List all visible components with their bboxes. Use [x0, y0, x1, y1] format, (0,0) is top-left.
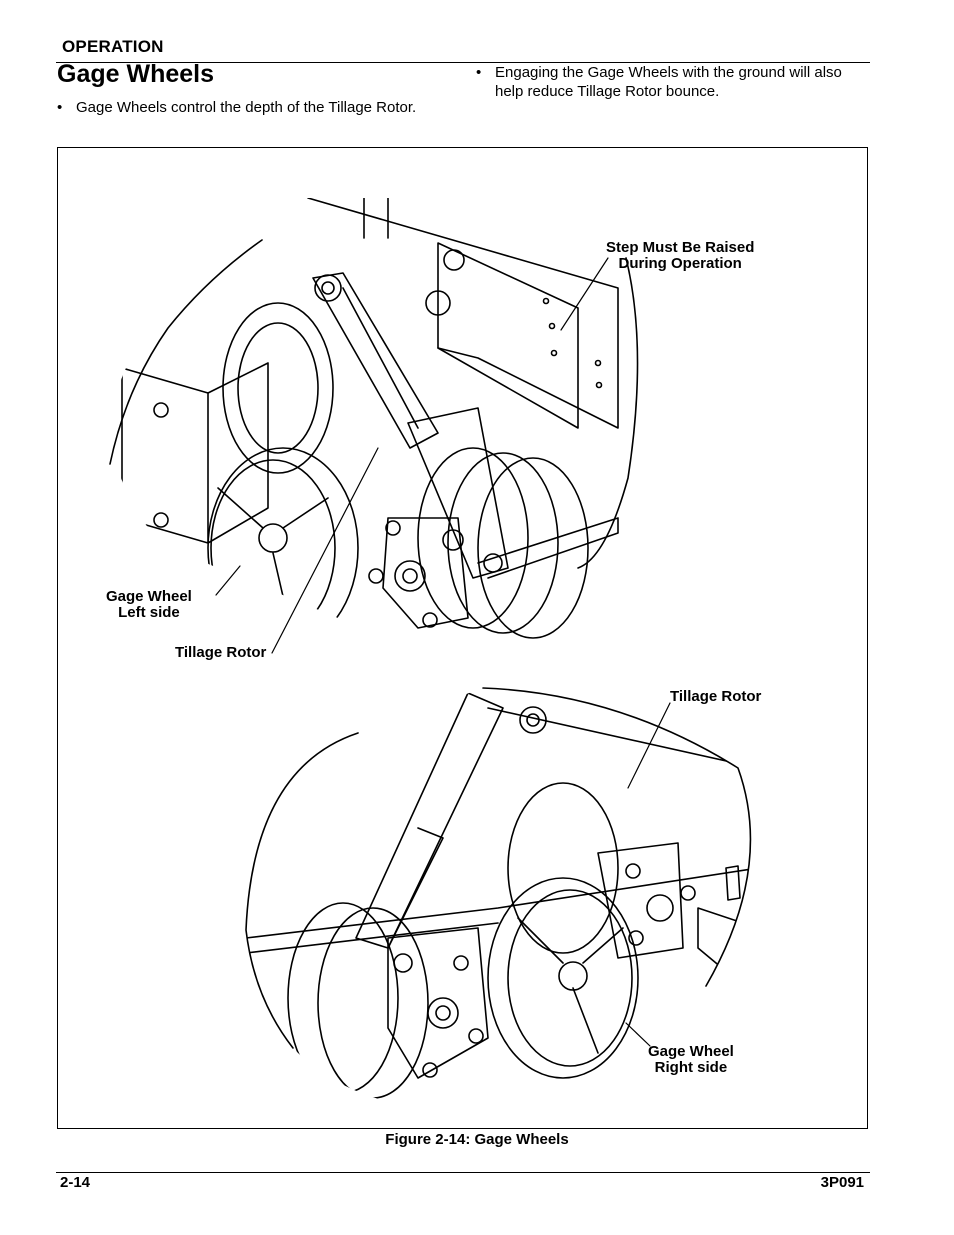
link-arm: [312, 272, 439, 449]
callout-tillage-rotor-bottom: Tillage Rotor: [670, 688, 762, 705]
pivot-bolt-inner: [526, 713, 540, 727]
slot: [725, 865, 741, 901]
bolt: [453, 955, 469, 971]
bolt: [422, 1062, 438, 1078]
bearing-plate: [387, 927, 489, 1079]
vignette-arc-top-right: [577, 257, 639, 569]
bullet-symbol: •: [57, 99, 63, 116]
hole: [594, 359, 602, 367]
hole: [595, 381, 603, 389]
bolt: [153, 512, 169, 528]
rotor-disc: [447, 452, 559, 634]
callout-gage-right-line1: Gage Wheel: [648, 1043, 734, 1060]
wheel-hub: [558, 961, 588, 991]
callout-gage-right-line2: Right side: [654, 1059, 728, 1076]
bracket-plate: [597, 842, 684, 959]
bullet-text: Gage Wheels control the depth of the Til…: [76, 99, 417, 116]
bottom-view-drawing: [245, 687, 752, 1099]
bearing-hub: [394, 560, 426, 592]
figure-caption: Figure 2-14: Gage Wheels: [385, 1131, 569, 1148]
header-rule: [56, 62, 870, 63]
step-plate: [437, 242, 579, 429]
bearing-plate: [382, 517, 469, 629]
vignette-arc-bottom-right: [482, 687, 752, 987]
hole: [550, 349, 558, 357]
page-title: Gage Wheels: [57, 60, 214, 88]
wheel-spokes: [517, 917, 624, 1054]
leader-gage-right: [625, 1022, 651, 1047]
pivot-bolt: [442, 529, 464, 551]
bolt: [468, 1028, 484, 1044]
gage-wheel-left-rim: [210, 459, 336, 637]
callout-step: Step Must Be Raised During Operation: [606, 240, 754, 272]
bolt: [628, 930, 644, 946]
bolt: [680, 885, 696, 901]
pivot-bolt-inner: [321, 281, 335, 295]
footer-rule: [56, 1172, 870, 1173]
callout-gage-left-line1: Gage Wheel: [106, 588, 192, 605]
wheel-hub: [258, 523, 288, 553]
callout-gage-left-line2: Left side: [118, 604, 180, 621]
pivot-bolt: [519, 706, 547, 734]
bolt: [483, 553, 503, 573]
callout-step-line1: Step Must Be Raised: [606, 239, 755, 256]
frame-bar: [246, 867, 751, 954]
sprocket: [507, 782, 619, 954]
link-arm-detail: [342, 287, 419, 429]
bolt: [422, 612, 438, 628]
callout-gage-right: Gage Wheel Right side: [648, 1044, 734, 1076]
callout-step-line2: During Operation: [618, 255, 742, 272]
figure-frame: Step Must Be Raised During Operation Gag…: [57, 147, 868, 1129]
shock-cylinder: [407, 407, 509, 579]
sprocket-rear-inner: [237, 322, 319, 454]
post: [363, 198, 389, 239]
rotor-disc: [477, 457, 589, 639]
shock-cylinder: [387, 827, 444, 949]
deck-plate: [307, 198, 619, 429]
leader-tillage-bottom: [627, 702, 671, 789]
bearing-bolt: [435, 1005, 451, 1021]
leader-gage-left: [215, 565, 241, 596]
hole: [548, 322, 556, 330]
bullet-symbol: •: [476, 64, 482, 81]
leader-tillage-top: [271, 447, 379, 654]
gage-wheel-right-rim: [507, 889, 633, 1067]
bolt: [153, 402, 169, 418]
bearing-hub: [427, 997, 459, 1029]
pivot-bolt: [393, 953, 413, 973]
gearbox-housing: [121, 367, 209, 544]
top-view-drawing: [109, 198, 639, 654]
bolt: [625, 863, 641, 879]
bolt: [385, 520, 401, 536]
rotor-disc: [317, 907, 429, 1099]
pivot-bolt: [314, 274, 342, 302]
callout-tillage-rotor-top: Tillage Rotor: [175, 644, 267, 661]
page-number: 2-14: [60, 1174, 91, 1191]
bolt: [443, 249, 465, 271]
gage-wheel-right: [487, 877, 639, 1079]
bullet-item: • Engaging the Gage Wheels with the grou…: [476, 63, 866, 101]
document-code: 3P091: [820, 1174, 864, 1191]
bullet-item: • Gage Wheels control the depth of the T…: [57, 98, 457, 117]
frame-bar: [477, 517, 619, 579]
hole: [542, 297, 550, 305]
rotor-disc: [417, 447, 529, 629]
knob: [425, 290, 451, 316]
vignette-arc-bottom-left: [245, 732, 359, 1049]
callout-gage-left: Gage Wheel Left side: [106, 589, 192, 621]
section-header: OPERATION: [62, 37, 164, 56]
bracket-hub: [646, 894, 674, 922]
sprocket-rear: [222, 302, 334, 474]
deck-plate: [487, 707, 751, 849]
gage-wheels-illustration: [109, 198, 752, 1099]
vignette-arc-top: [109, 239, 263, 465]
leader-step: [560, 257, 609, 331]
bearing-bolt: [402, 568, 418, 584]
wheel-spokes: [217, 487, 329, 619]
bullet-text: Engaging the Gage Wheels with the ground…: [495, 64, 842, 100]
bolt: [368, 568, 384, 584]
rotor-disc: [287, 902, 399, 1094]
